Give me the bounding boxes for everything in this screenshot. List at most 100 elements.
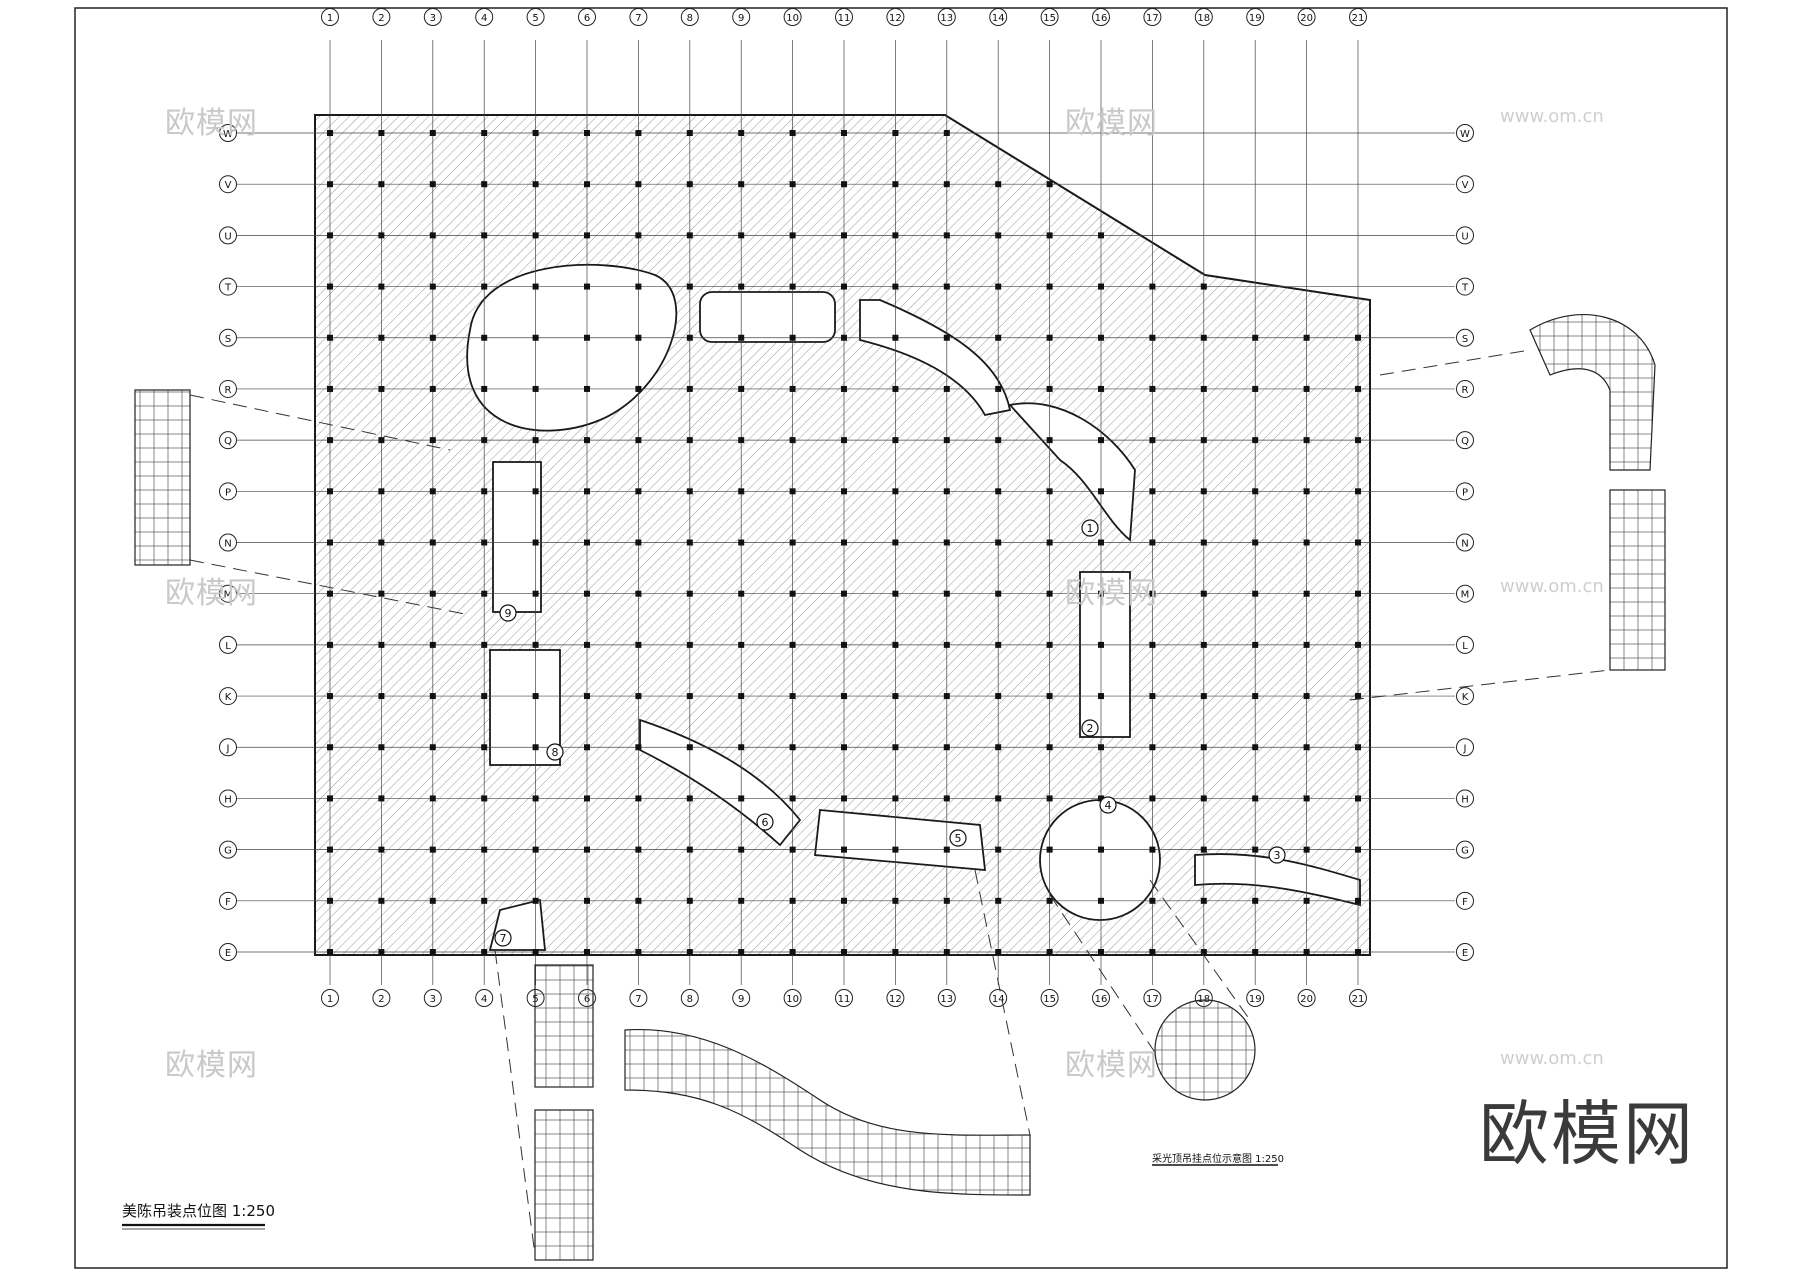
structural-column — [481, 334, 488, 341]
structural-column — [1355, 846, 1361, 853]
skylight-circle-detail — [1154, 999, 1256, 1101]
atrium-marker — [1081, 719, 1099, 737]
column-bubble — [1297, 989, 1316, 1007]
structural-column — [943, 744, 950, 751]
leader-lines — [189, 349, 1611, 1256]
structural-column — [584, 897, 590, 904]
column-label: 12 — [889, 13, 902, 24]
row-label: H — [224, 794, 232, 805]
structural-column — [892, 539, 899, 546]
structural-column — [1200, 846, 1207, 853]
structural-column — [429, 130, 436, 136]
structural-column — [584, 283, 590, 290]
structural-column — [635, 130, 642, 136]
structural-column — [943, 539, 950, 546]
column-bubble — [680, 989, 699, 1007]
column-label: 9 — [738, 13, 744, 24]
column-bubble — [1246, 8, 1265, 26]
structural-column — [429, 897, 436, 904]
structural-column — [841, 181, 847, 188]
row-label: M — [1461, 590, 1470, 601]
row-label: N — [1461, 539, 1468, 550]
structural-column — [481, 232, 488, 239]
structural-column — [1303, 488, 1310, 495]
column-bubble — [1040, 8, 1059, 26]
atrium-strip-2 — [1079, 571, 1131, 738]
structural-column — [1098, 539, 1104, 546]
structural-column — [1200, 949, 1207, 955]
structural-column — [738, 897, 745, 904]
structural-column — [892, 846, 899, 853]
structural-column — [738, 130, 745, 136]
structural-column — [1252, 795, 1259, 802]
structural-column — [1046, 283, 1053, 290]
structural-column — [1046, 641, 1053, 648]
structural-column — [995, 846, 1002, 853]
atrium-marker — [499, 604, 517, 622]
structural-column — [1252, 949, 1259, 955]
structural-column — [1355, 590, 1361, 597]
row-label: S — [225, 334, 231, 345]
structural-column — [532, 641, 539, 648]
structural-column — [738, 437, 745, 444]
structural-column — [1149, 846, 1156, 853]
structural-column — [1303, 385, 1310, 392]
atrium-curve-north — [859, 299, 1012, 417]
structural-column — [943, 693, 950, 700]
watermark-text: 欧模网 — [1065, 576, 1158, 611]
row-bubble — [1456, 533, 1474, 552]
structural-column — [1303, 641, 1310, 648]
row-label: T — [1461, 283, 1469, 294]
watermark-text: 欧模网 — [165, 1048, 258, 1083]
structural-column — [1200, 539, 1207, 546]
structural-column — [429, 949, 436, 955]
structural-column — [327, 795, 333, 802]
row-bubble — [1456, 943, 1474, 961]
structural-column — [686, 795, 693, 802]
structural-column — [429, 437, 436, 444]
structural-column — [995, 488, 1002, 495]
structural-column — [1098, 385, 1104, 392]
structural-column — [584, 744, 590, 751]
structural-column — [584, 641, 590, 648]
structural-column — [378, 232, 385, 239]
column-bubble — [732, 8, 751, 26]
structural-column — [1046, 437, 1053, 444]
row-label: W — [223, 129, 233, 140]
column-bubble — [372, 989, 391, 1007]
column-label: 18 — [1197, 13, 1210, 24]
column-label: 4 — [481, 994, 487, 1005]
column-bubble — [783, 8, 802, 26]
structural-column — [635, 488, 642, 495]
structural-column — [1355, 539, 1361, 546]
structural-column — [686, 385, 693, 392]
structural-column — [327, 641, 333, 648]
structural-column — [532, 846, 539, 853]
structural-column — [995, 897, 1002, 904]
structural-column — [1149, 385, 1156, 392]
column-bubble — [372, 8, 391, 26]
structural-column — [686, 897, 693, 904]
structural-column — [738, 539, 745, 546]
atrium-marker-label: 2 — [1087, 722, 1094, 735]
row-label: V — [225, 180, 232, 191]
structural-column — [738, 744, 745, 751]
structural-column — [327, 130, 333, 136]
structural-column — [1200, 437, 1207, 444]
structural-columns — [327, 130, 1361, 955]
row-bubble — [219, 584, 237, 603]
structural-column — [532, 283, 539, 290]
column-bubble — [629, 8, 648, 26]
structural-column — [1149, 949, 1156, 955]
atrium-curve-3 — [1194, 853, 1361, 907]
structural-column — [892, 795, 899, 802]
column-label: 7 — [635, 994, 641, 1005]
column-label: 14 — [992, 994, 1005, 1005]
structural-column — [584, 590, 590, 597]
structural-column — [841, 590, 847, 597]
structural-column — [1355, 795, 1361, 802]
structural-column — [532, 232, 539, 239]
row-label: Q — [224, 436, 232, 447]
column-bubble — [937, 989, 956, 1007]
